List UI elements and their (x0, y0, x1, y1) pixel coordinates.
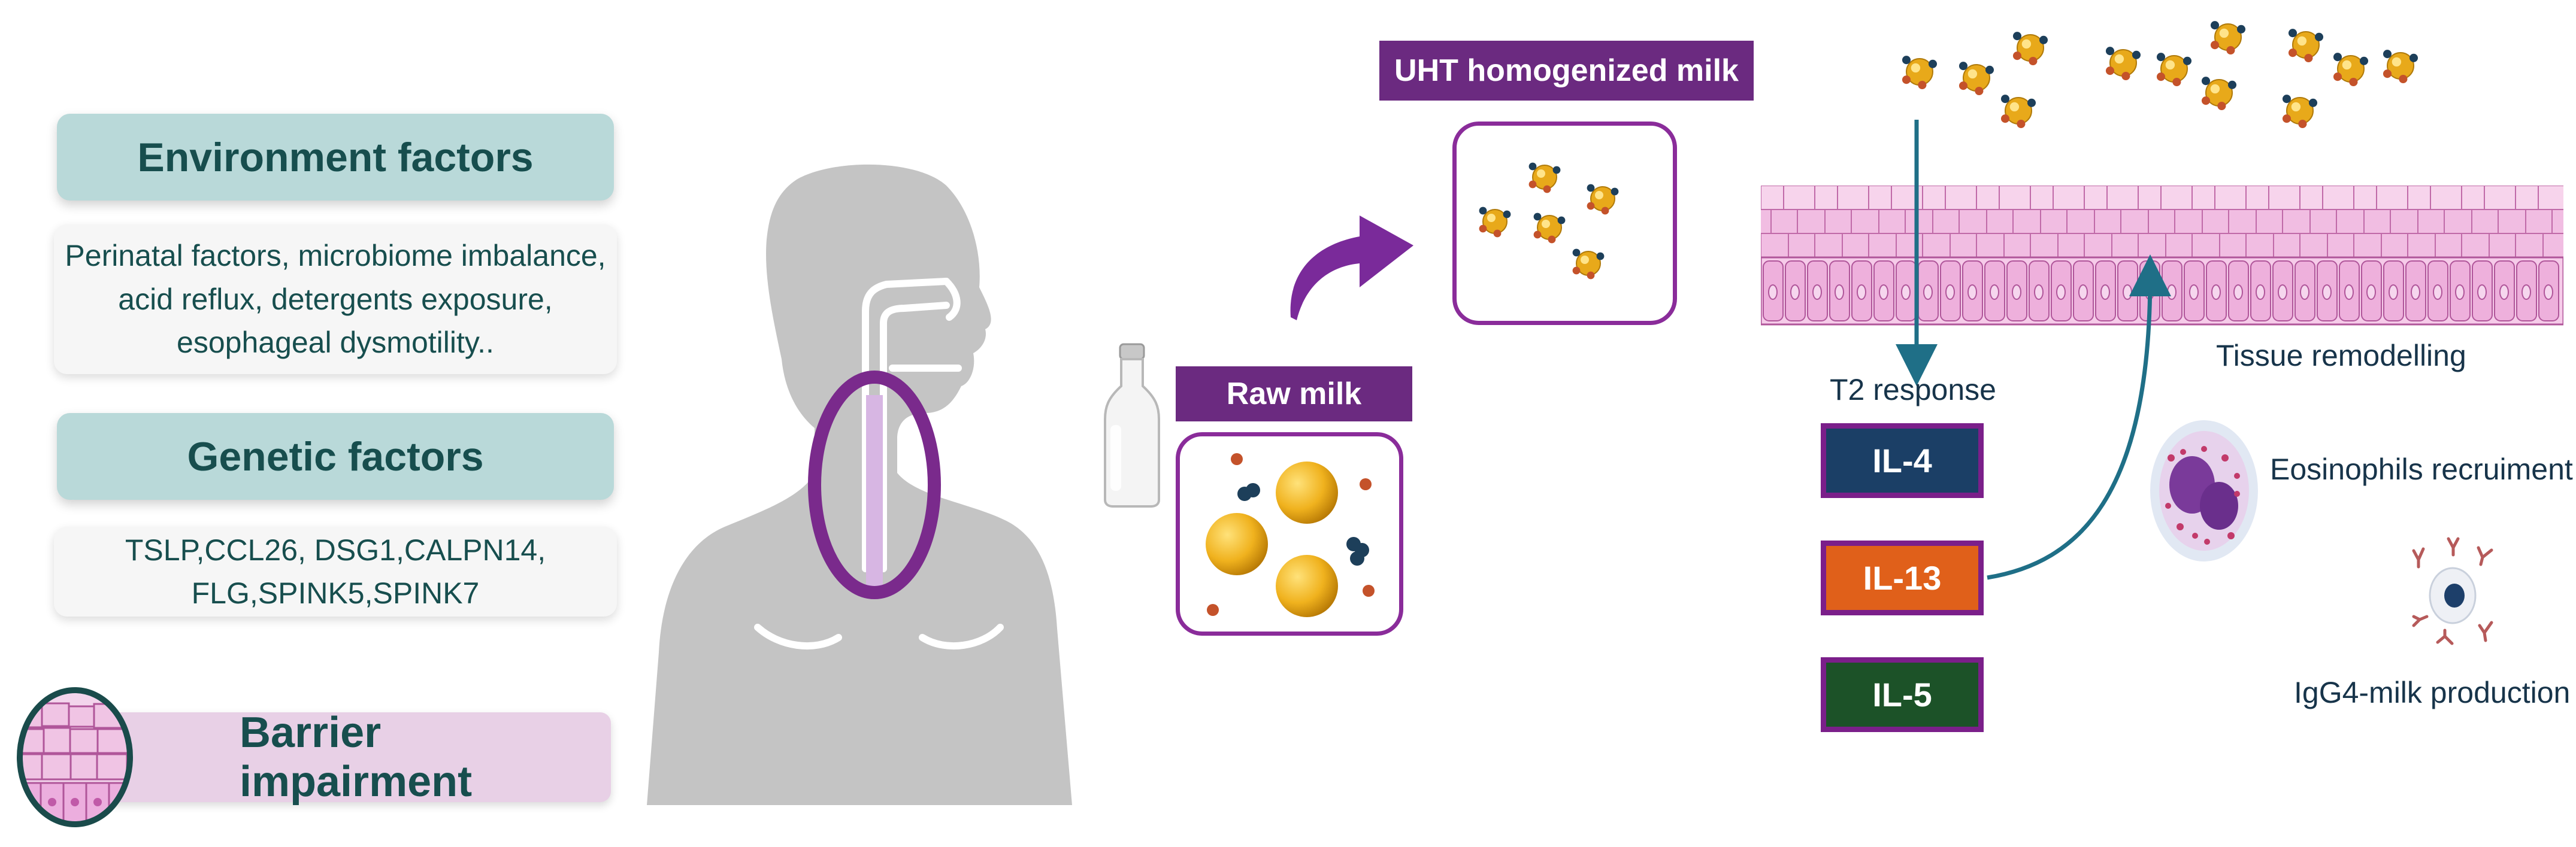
barrier-impairment-banner: Barrier impairment (90, 709, 611, 806)
barrier-epithelium-icon (17, 687, 133, 827)
allergen-particle (2000, 95, 2036, 129)
allergen-particle (1959, 62, 1994, 96)
il-4-label: IL-4 (1872, 442, 1932, 479)
environment-text-line-1: Perinatal factors, microbiome imbalance, (65, 239, 606, 273)
allergen-particle (2383, 50, 2418, 84)
igg4-milk-production-label: IgG4-milk production (2294, 676, 2571, 709)
il13-to-tissue-arrow (1987, 254, 2171, 580)
uht-milk-label: UHT homogenized milk (1379, 41, 1754, 101)
allergen-particles-cluster (1902, 21, 2418, 129)
environment-text-line-2: acid reflux, detergents exposure, (118, 282, 553, 316)
allergen-particle (2333, 53, 2369, 87)
immune-arrows (1896, 120, 2171, 580)
allergen-particle (1533, 212, 1566, 244)
genetic-factors-title: Genetic factors (187, 433, 484, 479)
allergen-particle (2012, 32, 2048, 66)
environment-text-line-3: esophageal dysmotility.. (177, 326, 494, 360)
raw-milk-box (1176, 432, 1403, 636)
uht-milk-particles (1479, 162, 1619, 280)
uht-milk-box (1452, 122, 1677, 325)
environment-factors-title: Environment factors (137, 134, 534, 180)
eosinophils-label: Eosinophils recruiment (2270, 453, 2573, 486)
environment-factors-box: Perinatal factors, microbiome imbalance,… (54, 224, 617, 374)
tissue-remodelling-label: Tissue remodelling (2216, 339, 2466, 372)
allergen-particle (1902, 56, 1938, 90)
uht-milk-title: UHT homogenized milk (1394, 53, 1739, 88)
barrier-impairment-title: Barrier impairment (240, 709, 473, 806)
human-torso-illustration (647, 164, 1072, 805)
processing-arrow (1290, 215, 1413, 320)
allergen-particle (2288, 29, 2324, 63)
genetic-factors-box: TSLP,CCL26, DSG1,CALPN14, FLG,SPINK5,SPI… (54, 527, 617, 617)
il-13-label: IL-13 (1863, 559, 1942, 597)
allergen-particle (1528, 162, 1561, 193)
eosinophil-cell-icon (2150, 420, 2258, 561)
t2-response-label: T2 response (1830, 373, 1996, 406)
raw-milk-title: Raw milk (1226, 377, 1362, 411)
genetic-text-line-2: FLG,SPINK5,SPINK7 (191, 576, 480, 610)
il-5-label: IL-5 (1872, 676, 1932, 714)
allergen-particle (2201, 77, 2237, 111)
allergen-particle (1479, 207, 1511, 238)
allergen-particle (2210, 21, 2246, 55)
environment-factors-header: Environment factors (57, 114, 614, 201)
genetic-text-line-1: TSLP,CCL26, DSG1,CALPN14, (125, 533, 546, 567)
allergen-particle (1587, 184, 1619, 215)
milk-bottle-icon (1104, 343, 1160, 508)
allergen-particle (2105, 47, 2141, 81)
il-5-box: IL-5 (1821, 657, 1984, 732)
raw-milk-fat-globules (1206, 453, 1375, 617)
allergen-particle (2282, 95, 2318, 129)
raw-milk-label: Raw milk (1176, 366, 1412, 421)
allergen-particle (1572, 248, 1605, 280)
allergen-particle (2156, 53, 2192, 87)
genetic-factors-header: Genetic factors (57, 413, 614, 500)
il-13-box: IL-13 (1821, 541, 1984, 615)
b-cell-igg4-icon (2412, 537, 2493, 645)
il-4-box: IL-4 (1821, 423, 1984, 498)
